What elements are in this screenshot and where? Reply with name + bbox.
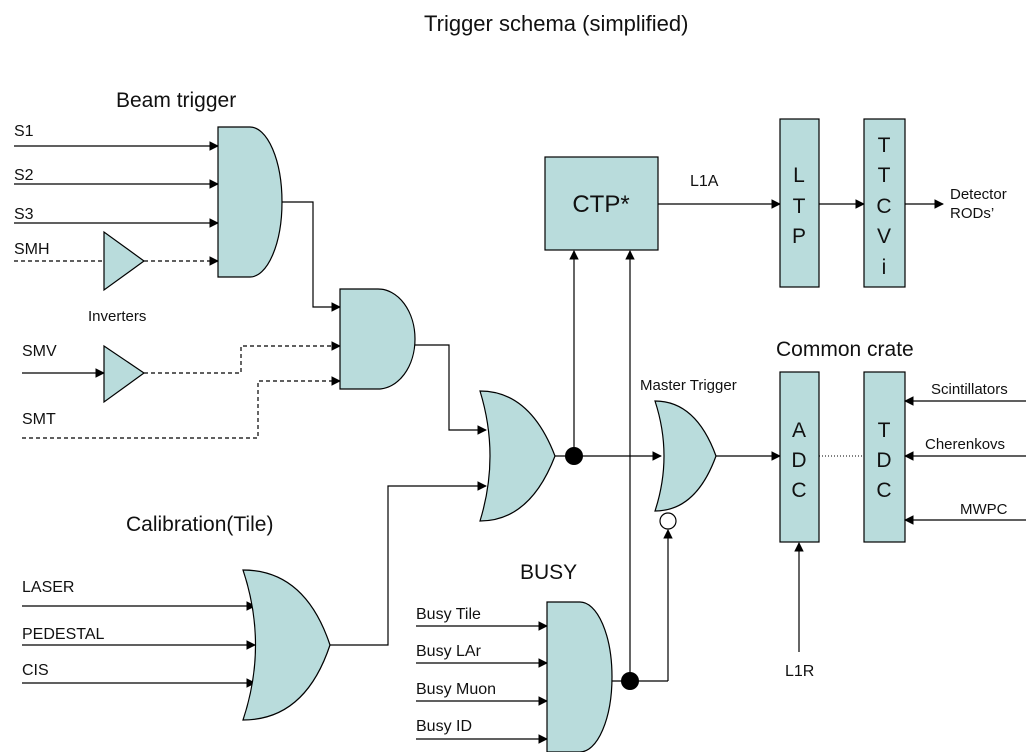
ltp-box xyxy=(779,118,820,288)
master-trigger-gate xyxy=(654,400,717,512)
wire-calibration-to-or xyxy=(330,481,487,646)
beam-and-gate xyxy=(217,126,283,278)
busy-id-label: Busy ID xyxy=(416,718,472,735)
ttcvi-letter-2: T xyxy=(878,164,891,187)
tdc-input-scintillators: Scintillators xyxy=(931,381,1008,398)
ctp-box xyxy=(544,156,659,251)
ltp-letter-l: L xyxy=(793,164,805,187)
ttcvi-letter-4: V xyxy=(877,225,891,248)
adc-letter-c: C xyxy=(791,479,806,502)
ctp-label: CTP* xyxy=(572,191,629,218)
ttcvi-letter-3: C xyxy=(876,195,891,218)
input-cis-label: CIS xyxy=(22,662,49,679)
input-smv-label: SMV xyxy=(22,343,57,360)
adc-box xyxy=(779,371,820,543)
adc-letter-a: A xyxy=(792,419,806,442)
wire-smt xyxy=(22,376,341,439)
wire-smv-out xyxy=(144,341,341,374)
l1r-label: L1R xyxy=(785,663,814,680)
busy-lar-label: Busy LAr xyxy=(416,643,482,660)
busy-heading: BUSY xyxy=(520,561,577,584)
beam-trigger-heading: Beam trigger xyxy=(116,89,236,112)
inverter-smh xyxy=(103,230,146,292)
ltp-letter-t: T xyxy=(793,195,806,218)
inverter-smv xyxy=(103,344,146,404)
calibration-or-gate xyxy=(242,569,331,721)
l1a-label: L1A xyxy=(690,173,719,190)
wire-beam-to-and2 xyxy=(282,201,341,312)
master-trigger-label: Master Trigger xyxy=(640,377,737,394)
tdc-letter-t: T xyxy=(878,419,891,442)
busy-muon-label: Busy Muon xyxy=(416,681,496,698)
veto-and-gate xyxy=(339,288,416,390)
input-smt-label: SMT xyxy=(22,411,56,428)
common-crate-heading: Common crate xyxy=(776,338,914,361)
busy-tile-label: Busy Tile xyxy=(416,606,481,623)
input-laser-label: LASER xyxy=(22,579,74,596)
tdc-input-cherenkovs: Cherenkovs xyxy=(925,436,1005,453)
ltp-letter-p: P xyxy=(792,225,806,248)
input-s1-label: S1 xyxy=(14,123,34,140)
input-pedestal-label: PEDESTAL xyxy=(22,626,105,643)
calibration-heading: Calibration(Tile) xyxy=(126,513,273,536)
tdc-letter-c: C xyxy=(876,479,891,502)
busy-and-gate xyxy=(546,601,613,752)
diagram-title: Trigger schema (simplified) xyxy=(424,11,688,36)
input-s3-label: S3 xyxy=(14,206,34,223)
inverters-label: Inverters xyxy=(88,308,146,325)
main-or-gate xyxy=(479,390,556,522)
wire-and2-to-or xyxy=(415,344,487,435)
master-trigger-veto-bubble xyxy=(659,512,677,530)
detector-label-line2: RODs’ xyxy=(950,205,994,222)
tdc-box xyxy=(863,371,906,543)
input-smh-label: SMH xyxy=(14,241,50,258)
ttcvi-letter-1: T xyxy=(878,134,891,157)
ttcvi-box xyxy=(863,118,906,288)
tdc-input-mwpc: MWPC xyxy=(960,501,1008,518)
input-s2-label: S2 xyxy=(14,167,34,184)
ttcvi-letter-5: i xyxy=(882,256,887,279)
detector-label-line1: Detector xyxy=(950,186,1007,203)
adc-letter-d: D xyxy=(791,449,806,472)
tdc-letter-d: D xyxy=(876,449,891,472)
